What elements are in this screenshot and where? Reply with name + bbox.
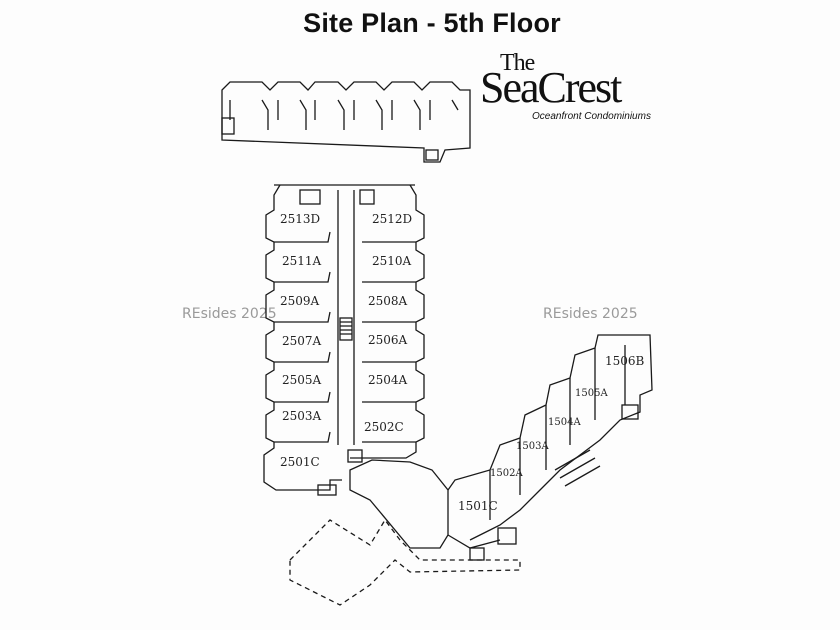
unit-label: 1506B <box>605 354 645 368</box>
page-title: Site Plan - 5th Floor <box>303 8 561 38</box>
unit-label: 2503A <box>282 409 322 423</box>
unit-label: 1502A <box>490 468 523 479</box>
unit-label: 2504A <box>368 373 408 387</box>
unit-label: 2506A <box>368 333 408 347</box>
unit-label: 1503A <box>516 441 549 452</box>
unit-label: 2508A <box>368 294 408 308</box>
unit-label: 2510A <box>372 254 412 268</box>
unit-label: 2502C <box>364 420 404 434</box>
north-tower-outline <box>263 184 425 496</box>
deck-dashed-outline <box>289 518 521 606</box>
east-wing-outline <box>447 334 653 545</box>
unit-label: 2512D <box>372 212 412 226</box>
unit-labels: 2513D 2511A 2509A 2507A 2505A 2503A 2501… <box>280 212 645 513</box>
watermark-right: REsides 2025 <box>543 306 638 322</box>
watermark-left: REsides 2025 <box>182 306 277 322</box>
unit-label: 2505A <box>282 373 322 387</box>
unit-label: 2507A <box>282 334 322 348</box>
logo-name-text: SeaCrest <box>480 63 622 112</box>
unit-label: 1501C <box>458 499 498 513</box>
unit-label: 2511A <box>282 254 322 268</box>
unit-label: 2513D <box>280 212 320 226</box>
upper-building-outline <box>221 81 471 163</box>
logo-tagline: Oceanfront Condominiums <box>532 111 651 122</box>
unit-label: 1504A <box>548 417 581 428</box>
unit-label: 2509A <box>280 294 320 308</box>
logo-the-text: The <box>500 50 535 76</box>
unit-label: 2501C <box>280 455 320 469</box>
unit-label: 1505A <box>575 388 608 399</box>
